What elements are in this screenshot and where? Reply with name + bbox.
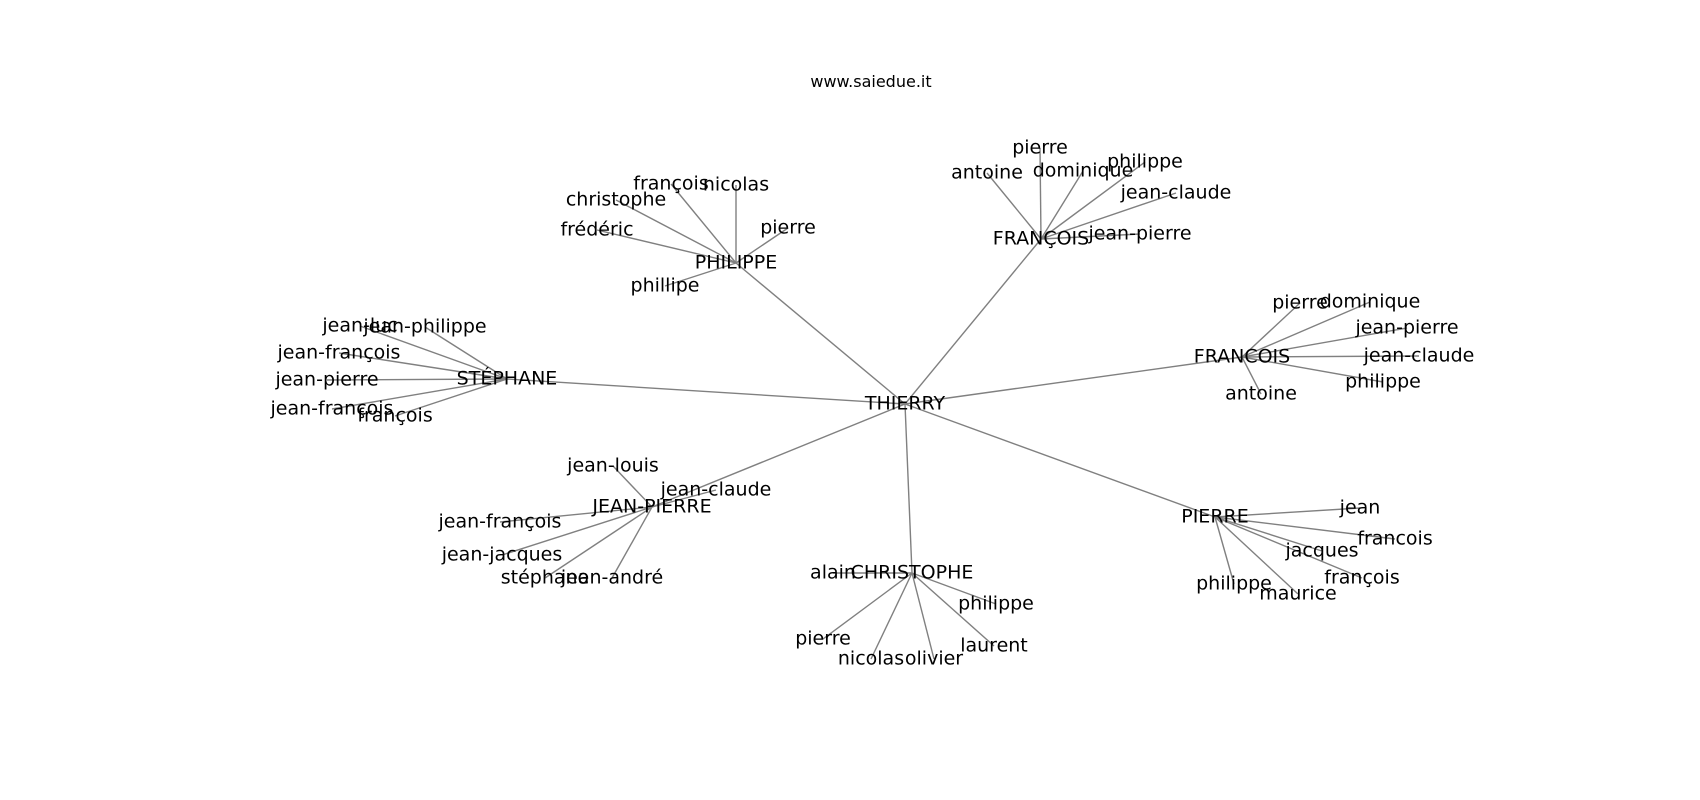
leaf-node-label: jean — [1339, 497, 1381, 519]
leaf-node-label: laurent — [960, 635, 1028, 657]
leaf-node-label: phillipe — [631, 275, 700, 297]
edge-root-hub — [904, 403, 1216, 518]
edge-hub-leaf — [735, 227, 789, 264]
leaf-node-label: jean-pierre — [1354, 317, 1458, 339]
edge-hub-leaf — [1039, 147, 1042, 240]
leaf-node-label: jean-andré — [560, 567, 663, 589]
edge-hub-leaf — [664, 262, 737, 287]
edge-hub-leaf — [1241, 302, 1301, 358]
edge-hub-leaf — [1241, 327, 1408, 358]
leaf-node-label: jean-françois — [438, 511, 562, 533]
edge-hub-leaf — [612, 465, 653, 508]
edge-hub-leaf — [359, 325, 508, 380]
leaf-node-label: antoine — [1225, 383, 1297, 405]
edge-hub-leaf — [394, 378, 508, 417]
edge-root-hub — [904, 238, 1042, 405]
edge-hub-leaf — [1214, 516, 1323, 552]
edge-root-hub — [506, 378, 906, 405]
leaf-node-label: alain — [810, 562, 856, 584]
edge-root-hub — [735, 262, 906, 405]
hub-node-label: PIERRE — [1181, 506, 1248, 528]
edge-hub-leaf — [911, 572, 995, 647]
edge-hub-leaf — [986, 172, 1042, 240]
leaf-node-label: françois — [633, 173, 708, 195]
hub-node-label: PHILIPPE — [695, 252, 777, 274]
leaf-node-label: stéphane — [501, 567, 590, 589]
leaf-node-label: dominique — [1033, 160, 1134, 182]
leaf-node-label: jean-claude — [1120, 182, 1232, 204]
leaf-node-label: jean-louis — [566, 455, 659, 477]
leaf-node-label: francois — [1357, 528, 1432, 550]
edge-hub-leaf — [822, 572, 913, 640]
leaf-node-label: jean-claude — [660, 479, 772, 501]
hub-node-label: FRANCOIS — [1194, 346, 1290, 368]
edge-hub-leaf — [596, 229, 737, 264]
edge-hub-leaf — [615, 199, 737, 264]
leaf-node-label: philippe — [1345, 371, 1421, 393]
edge-hub-leaf — [424, 326, 508, 380]
leaf-node-label: jean-françois — [277, 342, 401, 364]
edge-hub-leaf — [911, 572, 997, 605]
edge-hub-leaf — [911, 572, 935, 660]
leaf-node-label: philippe — [958, 593, 1034, 615]
leaf-node-label: nicolas — [703, 174, 769, 196]
leaf-node-label: pierre — [760, 217, 816, 239]
leaf-node-label: jean-pierre — [274, 369, 378, 391]
edge-hub-leaf — [1214, 516, 1299, 595]
leaf-node-label: jean-françois — [270, 398, 394, 420]
edge-hub-leaf — [501, 506, 653, 556]
edge-root-hub — [904, 403, 913, 574]
edge-hub-leaf — [1241, 355, 1420, 358]
edge-hub-leaf — [1040, 192, 1177, 240]
edge-hub-leaf — [670, 183, 737, 264]
leaf-node-label: françois — [357, 405, 432, 427]
leaf-node-label: nicolas — [838, 648, 904, 670]
edge-hub-leaf — [326, 378, 508, 381]
leaf-node-label: jean-jacques — [441, 544, 563, 566]
leaf-node-label: françois — [1324, 567, 1399, 589]
leaf-node-label: jean-claude — [1363, 345, 1475, 367]
leaf-node-label: philippe — [1196, 573, 1272, 595]
edge-hub-leaf — [1214, 516, 1363, 579]
edge-hub-leaf — [1214, 516, 1235, 585]
root-node-label: THIERRY — [864, 393, 946, 415]
edge-root-hub — [651, 403, 906, 508]
hub-node-label: CHRISTOPHE — [851, 562, 974, 584]
leaf-node-label: pierre — [1272, 292, 1328, 314]
edge-hub-leaf — [870, 572, 913, 660]
edge-hub-leaf — [1241, 356, 1384, 383]
leaf-node-label: christophe — [566, 189, 666, 211]
page-title: www.saiedue.it — [810, 72, 932, 91]
leaf-node-label: dominique — [1320, 291, 1421, 313]
edge-hub-leaf — [611, 506, 653, 579]
leaf-node-label: frédéric — [560, 219, 633, 241]
hub-node-label: FRANÇOIS — [993, 228, 1089, 250]
hub-node-label: JEAN-PIERRE — [591, 496, 711, 518]
edge-root-hub — [904, 356, 1243, 405]
edge-hub-leaf — [1040, 233, 1141, 240]
leaf-node-label: pierre — [1012, 137, 1068, 159]
edge-hub-leaf — [331, 378, 508, 410]
edge-hub-leaf — [1040, 170, 1084, 240]
leaf-node-label: jean-pierre — [1087, 223, 1191, 245]
edge-hub-leaf — [1040, 161, 1146, 240]
leaf-node-label: jacques — [1284, 540, 1358, 562]
edge-hub-leaf — [1241, 356, 1262, 395]
leaf-node-label: philippe — [1107, 151, 1183, 173]
edge-hub-leaf — [544, 506, 653, 579]
edge-hub-leaf — [1214, 507, 1361, 518]
edge-hub-leaf — [499, 506, 653, 523]
leaf-node-label: antoine — [951, 162, 1023, 184]
edge-hub-leaf — [1241, 301, 1371, 358]
hub-node-label: STÉPHANE — [457, 367, 558, 390]
edge-hub-leaf — [1214, 516, 1396, 540]
leaf-node-label: jean-luc — [321, 315, 397, 337]
edge-hub-leaf — [651, 489, 717, 508]
leaf-node-label: maurice — [1259, 583, 1336, 605]
leaf-node-label: pierre — [795, 628, 851, 650]
edge-hub-leaf — [338, 352, 508, 380]
leaf-node-label: jean-philippe — [362, 316, 486, 338]
leaf-node-label: olivier — [905, 648, 963, 670]
